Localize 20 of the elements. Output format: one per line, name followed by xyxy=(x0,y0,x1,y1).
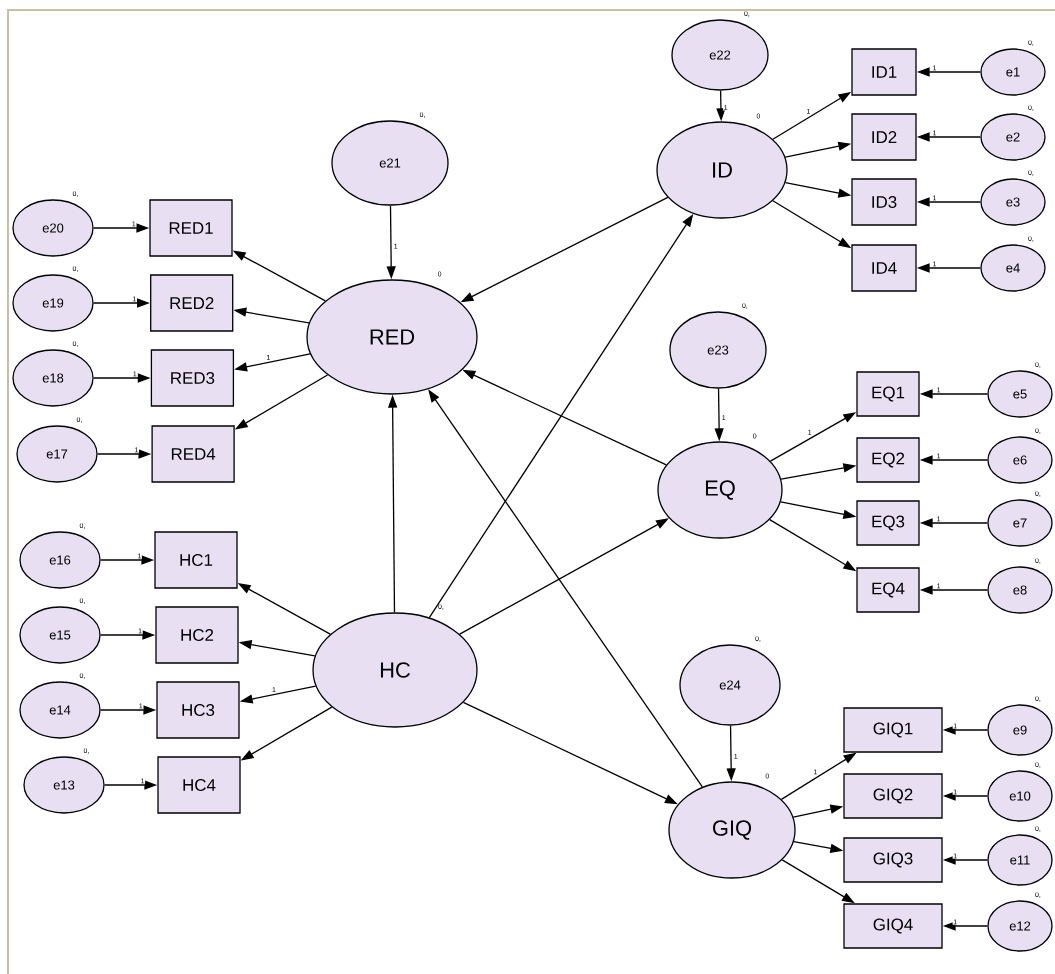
indicator-box: EQ1 xyxy=(856,371,920,417)
indicator-box: ID2 xyxy=(851,113,917,161)
indicator-box: EQ2 xyxy=(856,437,920,483)
indicator-box: RED4 xyxy=(151,425,235,483)
indicator-box: GIQ4 xyxy=(843,903,943,949)
indicator-box: GIQ2 xyxy=(843,773,943,819)
indicator-box: ID4 xyxy=(851,244,917,292)
indicator-box: ID1 xyxy=(851,48,917,96)
indicator-box: HC2 xyxy=(155,606,239,664)
indicator-box: ID3 xyxy=(851,178,917,226)
indicator-box: HC4 xyxy=(157,756,241,814)
indicator-box: RED2 xyxy=(150,274,234,332)
indicator-box: GIQ1 xyxy=(843,707,943,753)
indicator-box: EQ4 xyxy=(856,567,920,613)
indicator-box: EQ3 xyxy=(856,500,920,546)
indicator-box: RED1 xyxy=(149,199,233,257)
indicator-box: HC3 xyxy=(156,681,240,739)
indicator-box: GIQ3 xyxy=(843,837,943,883)
indicator-box: HC1 xyxy=(154,531,238,589)
indicator-box: RED3 xyxy=(150,349,235,407)
